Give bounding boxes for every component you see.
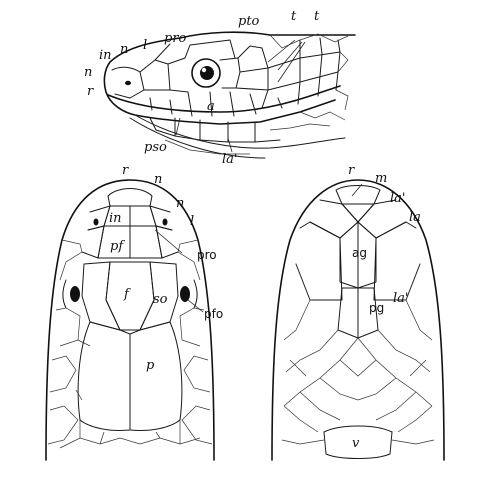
label-lateral-n-2: n [120,42,128,57]
label-dorsal-p: p [146,358,155,373]
dorsal-labels: r n n in l pf pro f so pfo p [109,163,223,373]
label-lateral-a: a [207,99,215,114]
label-dorsal-n-2: n [176,196,184,211]
dorsal-view [45,179,215,461]
label-ventral-la: la [409,210,421,225]
label-ventral-m: m [375,171,387,186]
label-lateral-l: l [143,38,147,53]
label-ventral-la-prime-top: la' [390,191,405,206]
label-dorsal-pro: pro [197,248,217,262]
label-dorsal-r: r [122,163,129,178]
label-ventral-r: r [348,163,355,178]
label-dorsal-n-1: n [154,172,162,187]
label-lateral-pso: pso [144,140,167,155]
label-lateral-in: in [99,48,112,63]
label-ventral-pg: pg [369,301,384,315]
label-dorsal-f: f [123,287,131,302]
label-lateral-r: r [87,84,94,99]
label-ventral-v: v [352,436,360,451]
label-ventral-ag: ag [352,246,367,260]
label-dorsal-pfo: pfo [204,307,223,321]
lateral-view [103,31,356,159]
label-dorsal-in: in [109,211,122,226]
ventral-view [271,179,445,461]
ventral-labels: r m la' la ag pg la' v [348,163,421,451]
label-dorsal-pf: pf [110,239,125,254]
label-dorsal-so: so [153,292,168,307]
label-lateral-la-prime: la' [222,152,237,167]
label-dorsal-l: l [190,214,194,229]
label-lateral-t-2: t [314,9,320,24]
label-lateral-pro: pro [164,31,187,46]
label-lateral-pto: pto [238,14,260,29]
label-lateral-t-1: t [291,9,297,24]
label-lateral-n-1: n [84,65,92,80]
lateral-labels: n in n l pro pto t t r a pso la' [84,9,320,167]
label-ventral-la-prime-side: la' [393,291,408,306]
